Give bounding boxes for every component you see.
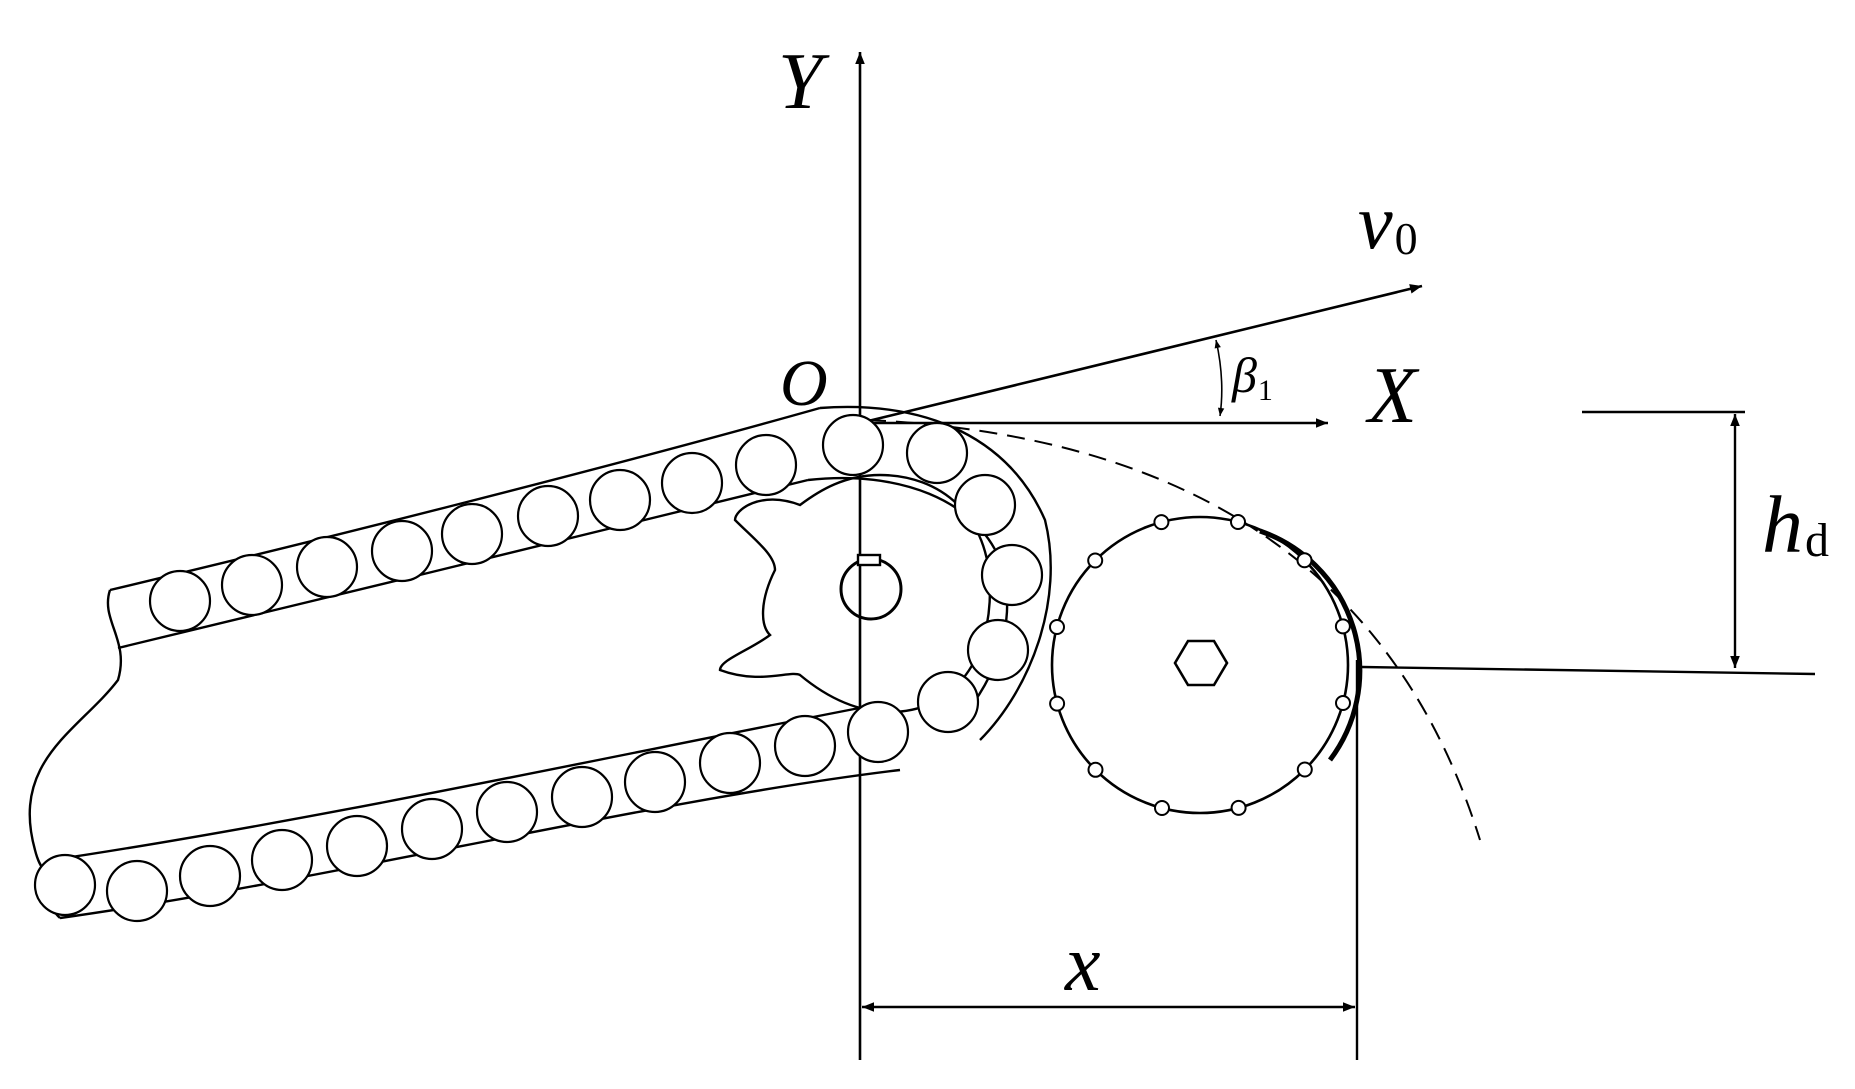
trajectory-curve	[867, 419, 1481, 841]
velocity-label: v0	[1358, 178, 1418, 265]
chain-link-plate	[400, 797, 464, 861]
chain-link-plate	[250, 828, 314, 892]
wheel-pin	[1087, 552, 1104, 569]
chain-link-plate	[623, 750, 687, 814]
wheel-pin	[1335, 695, 1351, 711]
discharge-line	[1361, 665, 1816, 676]
chain-plates	[33, 413, 1044, 923]
chain-lower-strand	[51, 703, 876, 862]
wheel-pin	[1296, 552, 1313, 569]
chain-link-plate	[588, 468, 652, 532]
chain-link-plate	[821, 413, 885, 477]
chain-link-plate	[220, 553, 284, 617]
chain-link-plate	[980, 543, 1044, 607]
x-axis-label: X	[1365, 352, 1420, 440]
wheel-pin	[1296, 761, 1313, 778]
wheel-pin	[1153, 514, 1170, 531]
wheel-pin	[1334, 618, 1351, 635]
sprocket-body	[718, 473, 992, 714]
chain-link-plate	[698, 731, 762, 795]
chain-link-plate	[660, 451, 724, 515]
chain-wrap-outer	[819, 405, 1052, 741]
angle-arc	[1214, 339, 1225, 417]
sprocket-bore	[839, 557, 903, 621]
wheel-pin	[1230, 514, 1246, 530]
chain-link-plate	[905, 421, 969, 485]
roller-chain	[28, 405, 1052, 920]
chain-link-plate	[295, 535, 359, 599]
chain-link-plate	[148, 569, 212, 633]
chain-link-plate	[178, 844, 242, 908]
wheel-pin	[1154, 800, 1170, 816]
wheel-pin	[1230, 799, 1247, 816]
chain-break-line	[28, 589, 123, 873]
chain-link-plate	[105, 859, 169, 923]
chain-upper-strand	[109, 406, 821, 592]
wheel-rim-thick-arc	[1259, 528, 1363, 762]
chain-link-plate	[773, 714, 837, 778]
angle-label: β1	[1231, 347, 1273, 407]
wheel-pin	[1049, 695, 1066, 712]
velocity-vector	[859, 284, 1423, 425]
wheel-pin	[1049, 619, 1065, 635]
height-label: hd	[1762, 479, 1829, 570]
chain-link-plate	[734, 433, 798, 497]
wheel-pins	[1049, 514, 1351, 816]
sprocket-keyway	[856, 553, 882, 567]
y-axis-label: Y	[778, 38, 830, 126]
wheel-rim	[1050, 515, 1350, 815]
chain-link-plate	[516, 484, 580, 548]
chain-link-plate	[916, 670, 980, 734]
chain-link-plate	[846, 700, 910, 764]
drive-sprocket	[718, 473, 992, 714]
chain-link-plate	[325, 814, 389, 878]
chain-link-plate	[953, 473, 1017, 537]
chain-link-plate	[966, 618, 1030, 682]
chain-link-plate	[370, 519, 434, 583]
stripper-wheel	[1049, 514, 1363, 816]
distance-label: x	[1064, 920, 1101, 1008]
chain-link-plate	[550, 765, 614, 829]
chain-link-plate	[440, 502, 504, 566]
wheel-pin	[1087, 761, 1104, 778]
origin-label: O	[780, 347, 828, 420]
chain-link-plate	[33, 853, 97, 917]
chain-link-plate	[475, 780, 539, 844]
wheel-hex-nut	[1173, 639, 1229, 687]
chain-lower-strand-inner	[59, 768, 901, 920]
